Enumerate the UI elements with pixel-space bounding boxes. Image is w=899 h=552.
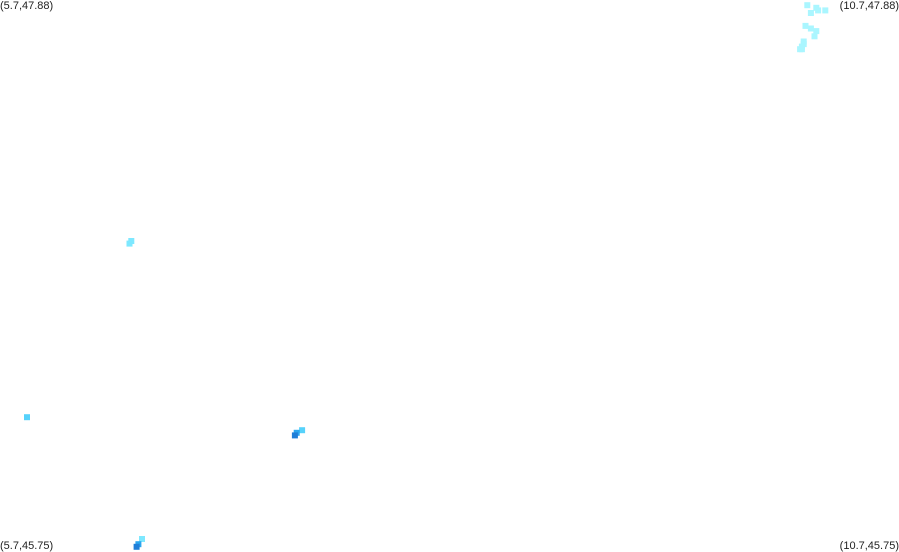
data-point-0	[804, 2, 811, 9]
corner-label-bottom-left: (5.7,45.75)	[0, 540, 54, 552]
data-point-13	[798, 46, 805, 53]
data-point-4	[807, 10, 814, 16]
data-points-layer	[24, 2, 829, 550]
data-point-17	[299, 427, 306, 434]
data-point-16	[24, 414, 30, 421]
data-point-5	[802, 22, 809, 29]
corner-label-top-left: (5.7,47.88)	[0, 0, 54, 12]
corner-label-bottom-right: (10.7,45.75)	[839, 540, 899, 552]
data-point-19	[291, 432, 298, 439]
data-point-8	[811, 33, 818, 40]
data-point-6	[807, 25, 814, 32]
data-point-7	[813, 28, 820, 35]
data-point-3	[822, 7, 829, 14]
data-point-2	[815, 7, 822, 14]
corner-label-top-right: (10.7,47.88)	[839, 0, 899, 12]
data-point-15	[126, 240, 133, 247]
data-point-22	[133, 543, 140, 550]
data-point-20	[139, 536, 145, 542]
